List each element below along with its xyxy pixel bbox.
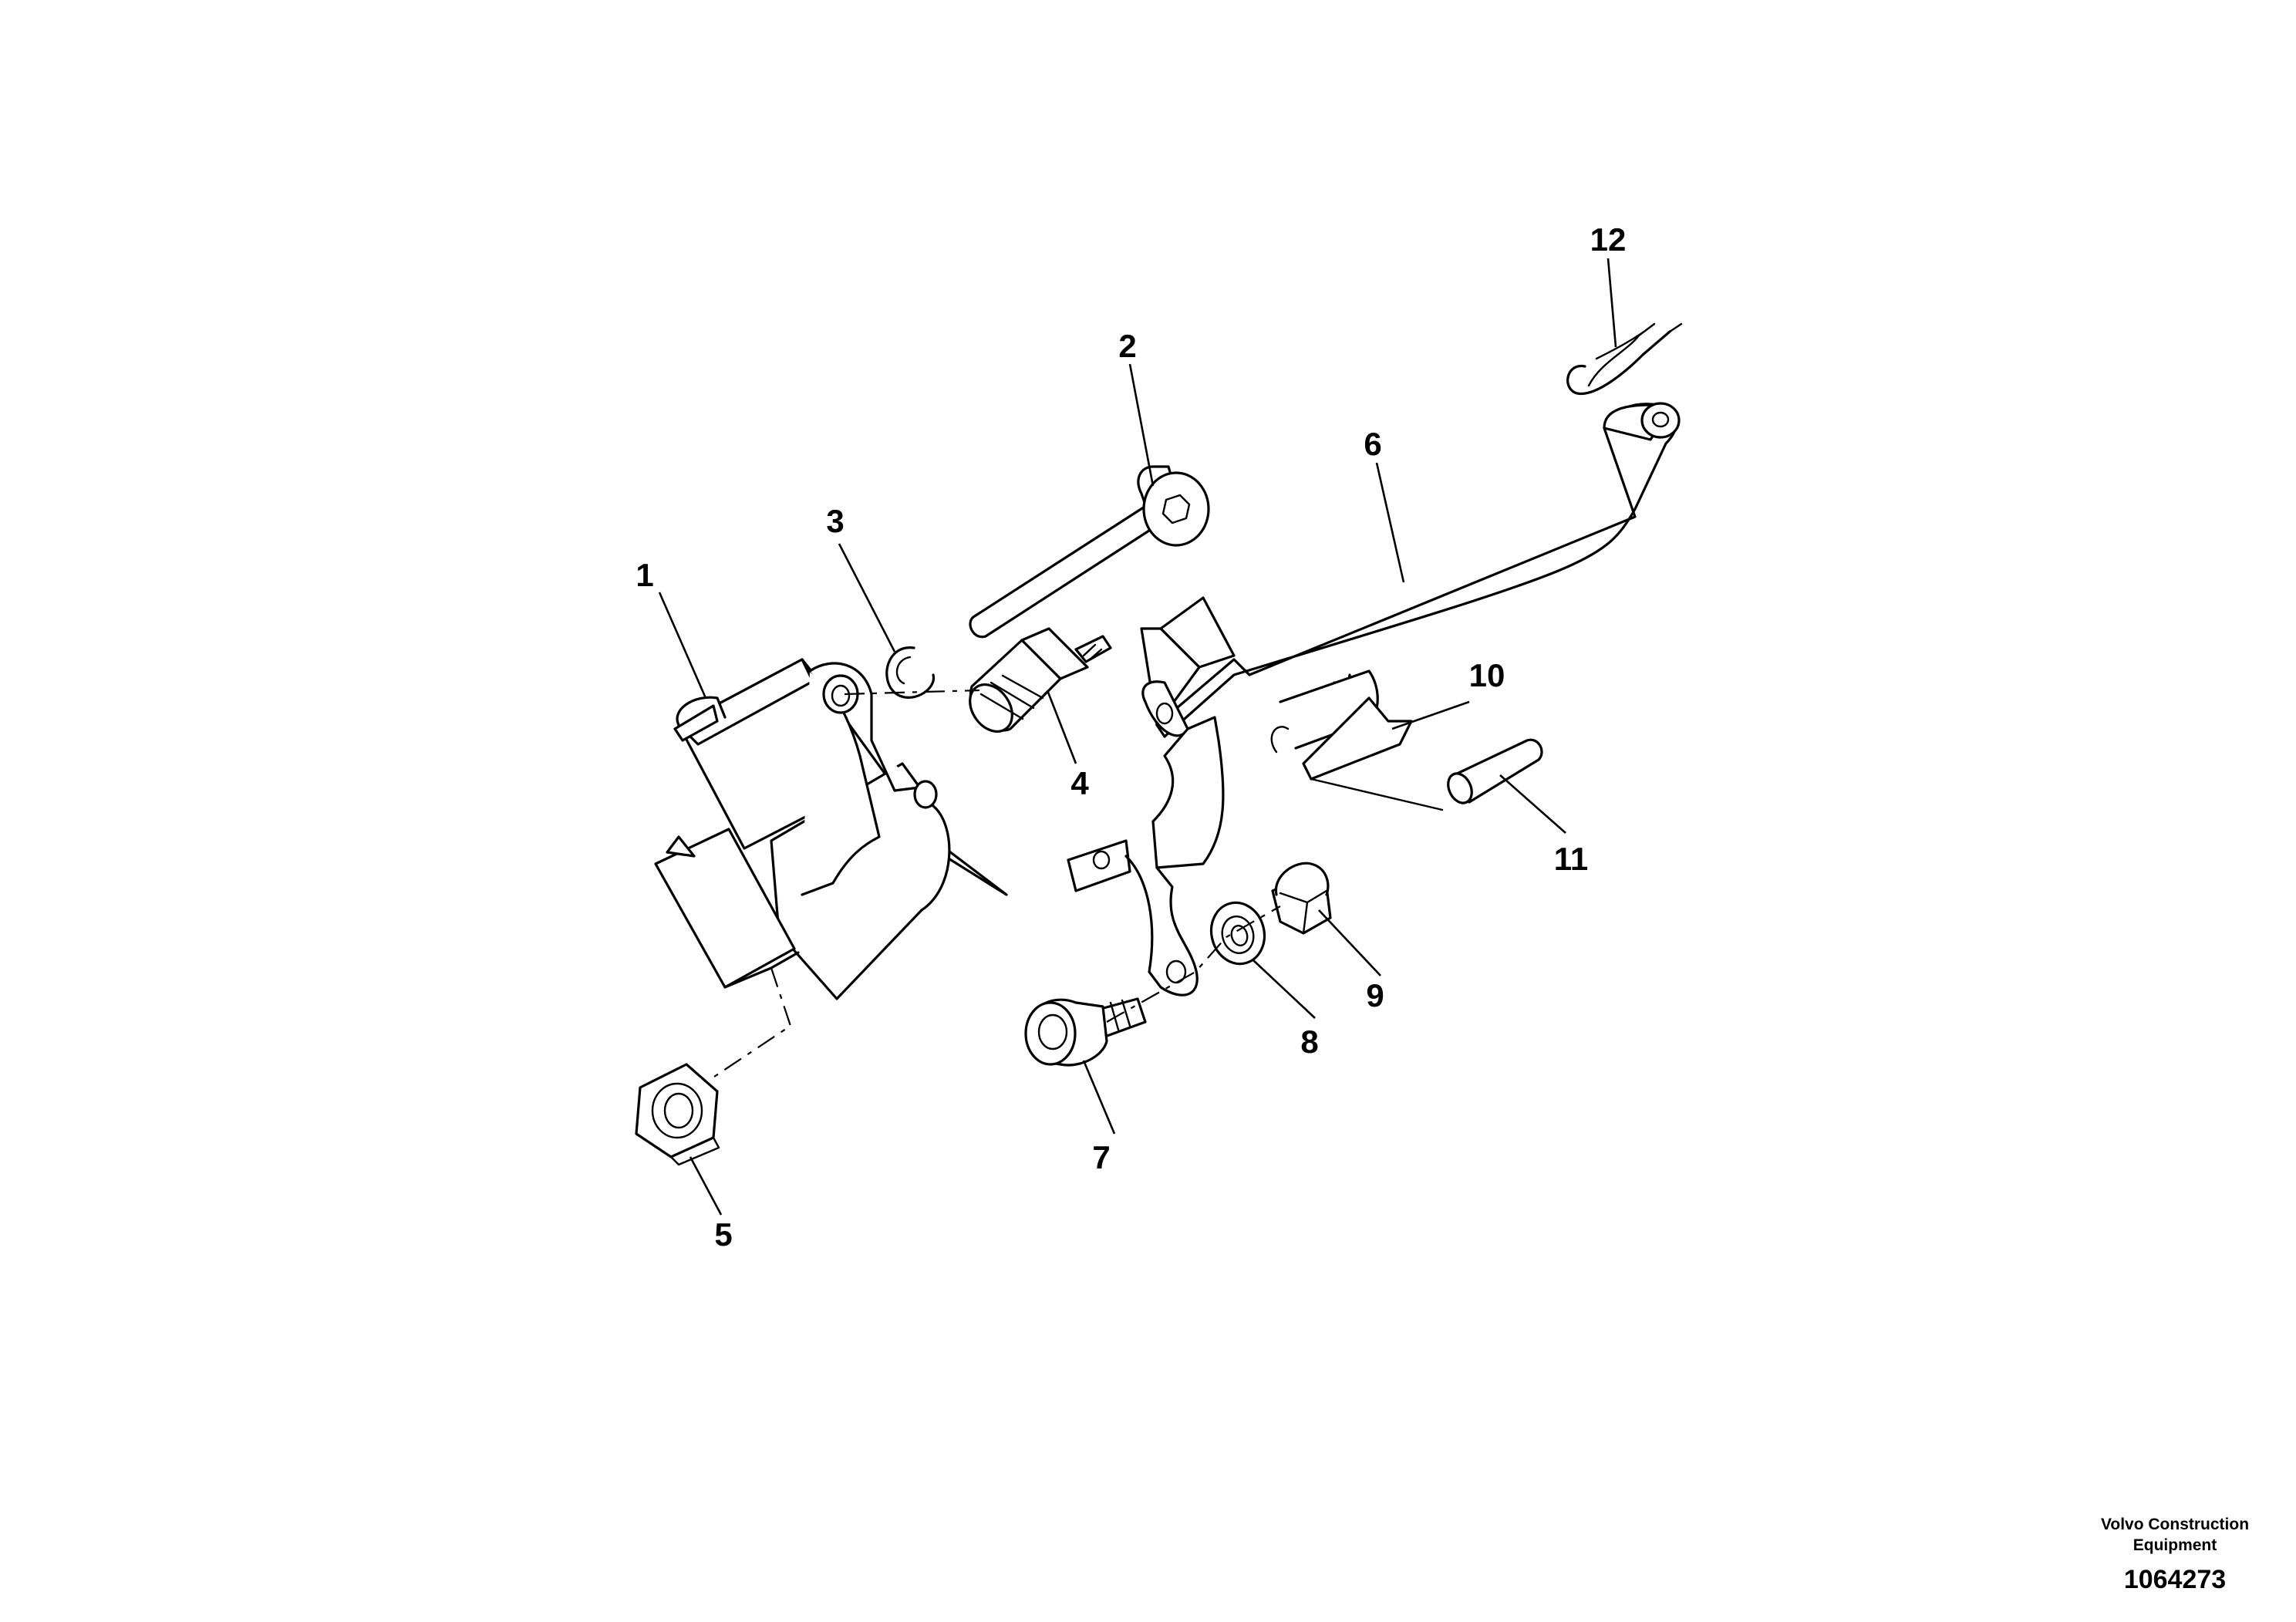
callout-labels: 1 2 3 4 5 6 7 8 9 10 11 12 bbox=[636, 221, 1626, 1253]
callout-10: 10 bbox=[1469, 657, 1505, 693]
callout-1: 1 bbox=[636, 557, 653, 593]
callout-7: 7 bbox=[1092, 1139, 1110, 1175]
callout-11: 11 bbox=[1554, 841, 1588, 877]
centerline-switch bbox=[844, 689, 980, 696]
centerline-nut bbox=[709, 967, 792, 1081]
drawing-number: 1064273 bbox=[2124, 1565, 2226, 1594]
callout-2: 2 bbox=[1118, 328, 1136, 364]
part-4-switch bbox=[969, 627, 1112, 733]
callout-12: 12 bbox=[1590, 221, 1627, 258]
callout-4: 4 bbox=[1070, 765, 1089, 801]
centerline-pin bbox=[1106, 905, 1281, 1023]
part-1-valve-body bbox=[654, 658, 1008, 1000]
part-10-spring bbox=[1270, 669, 1444, 811]
callout-9: 9 bbox=[1366, 977, 1384, 1013]
part-12-r-clip bbox=[1566, 322, 1683, 396]
callout-8: 8 bbox=[1300, 1023, 1318, 1060]
drawing-footer: Volvo Construction Equipment 1064273 bbox=[2101, 1516, 2249, 1594]
callout-3: 3 bbox=[826, 503, 844, 539]
part-8-washer bbox=[1209, 901, 1266, 966]
part-11-tapered-pin bbox=[1447, 738, 1543, 804]
callout-5: 5 bbox=[714, 1216, 732, 1253]
part-3-circlip bbox=[885, 646, 935, 699]
part-5-hex-nut bbox=[635, 1063, 720, 1166]
part-9-cap-nut bbox=[1271, 862, 1332, 935]
part-2-bolt bbox=[969, 465, 1210, 639]
part-6-lever-arm bbox=[1067, 402, 1681, 996]
part-7-pin bbox=[1024, 997, 1147, 1067]
company-name-line2: Equipment bbox=[2133, 1536, 2217, 1554]
assembly-centerlines bbox=[709, 689, 1281, 1081]
leader-lines bbox=[658, 258, 1617, 1216]
callout-6: 6 bbox=[1364, 426, 1381, 462]
company-name-line1: Volvo Construction bbox=[2101, 1516, 2249, 1533]
